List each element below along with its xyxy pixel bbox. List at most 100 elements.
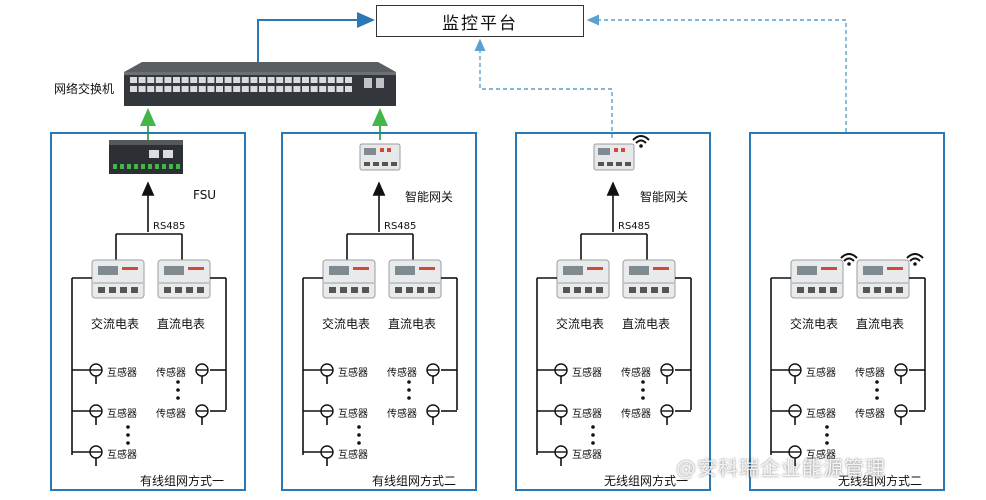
current-transformer-icon [788, 363, 802, 377]
ct-label: 互感器 [572, 409, 602, 420]
ellipsis-dot [875, 388, 879, 392]
ellipsis-dot [407, 380, 411, 384]
ct-label: 互感器 [107, 450, 137, 461]
smart-gateway-icon [359, 143, 401, 171]
current-transformer-icon [894, 363, 908, 377]
watermark-text: @安科瑞企业能源管理 [676, 456, 886, 480]
sensor-label: 传感器 [621, 368, 651, 379]
current-transformer-icon [89, 404, 103, 418]
sensor-label: 传感器 [855, 368, 885, 379]
ct-label: 互感器 [338, 368, 368, 379]
ellipsis-dot [357, 425, 361, 429]
ellipsis-dot [407, 388, 411, 392]
panel-caption-2: 有线组网方式二 [372, 474, 457, 488]
ellipsis-dot [825, 425, 829, 429]
panel-wireless-1 [515, 132, 711, 491]
current-transformer-icon [320, 404, 334, 418]
energy-meter-icon [91, 259, 145, 299]
wifi-icon [840, 253, 858, 266]
dc-meter-label-1: 直流电表 [157, 317, 206, 331]
current-transformer-icon [660, 404, 674, 418]
wifi-icon [906, 253, 924, 266]
fsu-device-icon [109, 140, 183, 174]
ellipsis-dot [591, 441, 595, 445]
rs485-label-1: RS485 [153, 221, 186, 232]
ct-label: 互感器 [806, 368, 836, 379]
ellipsis-dot [176, 380, 180, 384]
ct-label: 互感器 [107, 409, 137, 420]
gateway-label-2: 智能网关 [405, 190, 454, 204]
current-transformer-icon [894, 404, 908, 418]
current-transformer-icon [554, 363, 568, 377]
rs485-label-2: RS485 [384, 221, 417, 232]
panel-wireless-2 [749, 132, 945, 491]
ellipsis-dot [591, 425, 595, 429]
ellipsis-dot [176, 388, 180, 392]
ac-meter-label-3: 交流电表 [556, 317, 605, 331]
ct-label: 互感器 [572, 368, 602, 379]
current-transformer-icon [554, 404, 568, 418]
current-transformer-icon [554, 445, 568, 459]
current-transformer-icon [89, 363, 103, 377]
ellipsis-dot [641, 380, 645, 384]
wifi-icon [632, 135, 650, 148]
ct-label: 互感器 [806, 450, 836, 461]
ellipsis-dot [126, 425, 130, 429]
current-transformer-icon [788, 445, 802, 459]
ellipsis-dot [641, 388, 645, 392]
ellipsis-dot [875, 396, 879, 400]
ac-meter-label-2: 交流电表 [322, 317, 371, 331]
sensor-label: 传感器 [855, 409, 885, 420]
energy-meter-icon [790, 259, 844, 299]
energy-meter-icon [322, 259, 376, 299]
ellipsis-dot [591, 433, 595, 437]
sensor-label: 传感器 [387, 409, 417, 420]
current-transformer-icon [195, 404, 209, 418]
gateway-label-3: 智能网关 [640, 190, 689, 204]
energy-meter-icon [556, 259, 610, 299]
ac-meter-label-1: 交流电表 [91, 317, 140, 331]
current-transformer-icon [195, 363, 209, 377]
current-transformer-icon [320, 445, 334, 459]
ellipsis-dot [407, 396, 411, 400]
smart-gateway-icon [593, 143, 635, 171]
panel-diagram [536, 135, 692, 466]
energy-meter-icon [388, 259, 442, 299]
ct-label: 互感器 [338, 409, 368, 420]
ct-label: 互感器 [806, 409, 836, 420]
ellipsis-dot [176, 396, 180, 400]
ellipsis-dot [357, 441, 361, 445]
ellipsis-dot [825, 441, 829, 445]
energy-meter-icon [856, 259, 910, 299]
sensor-label: 传感器 [156, 409, 186, 420]
panel-wired-2 [281, 132, 477, 491]
ellipsis-dot [875, 380, 879, 384]
panel-wired-1 [50, 132, 246, 491]
network-switch-icon [124, 62, 396, 106]
dc-meter-label-2: 直流电表 [388, 317, 437, 331]
ct-label: 互感器 [107, 368, 137, 379]
fsu-label: FSU [193, 188, 217, 202]
ellipsis-dot [825, 433, 829, 437]
ellipsis-dot [641, 396, 645, 400]
ct-label: 互感器 [572, 450, 602, 461]
panel-diagram [302, 143, 458, 466]
sensor-label: 传感器 [621, 409, 651, 420]
panel-diagram [71, 140, 227, 466]
current-transformer-icon [426, 404, 440, 418]
ct-label: 互感器 [338, 450, 368, 461]
current-transformer-icon [89, 445, 103, 459]
panel-caption-4: 无线组网方式二 [838, 474, 923, 488]
sensor-label: 传感器 [387, 368, 417, 379]
ac-meter-label-4: 交流电表 [790, 317, 839, 331]
current-transformer-icon [426, 363, 440, 377]
sensor-label: 传感器 [156, 368, 186, 379]
panel-caption-1: 有线组网方式一 [140, 474, 225, 488]
switch-label: 网络交换机 [54, 82, 115, 96]
current-transformer-icon [320, 363, 334, 377]
panel-caption-3: 无线组网方式一 [604, 474, 689, 488]
dc-meter-label-4: 直流电表 [856, 317, 905, 331]
ellipsis-dot [126, 441, 130, 445]
